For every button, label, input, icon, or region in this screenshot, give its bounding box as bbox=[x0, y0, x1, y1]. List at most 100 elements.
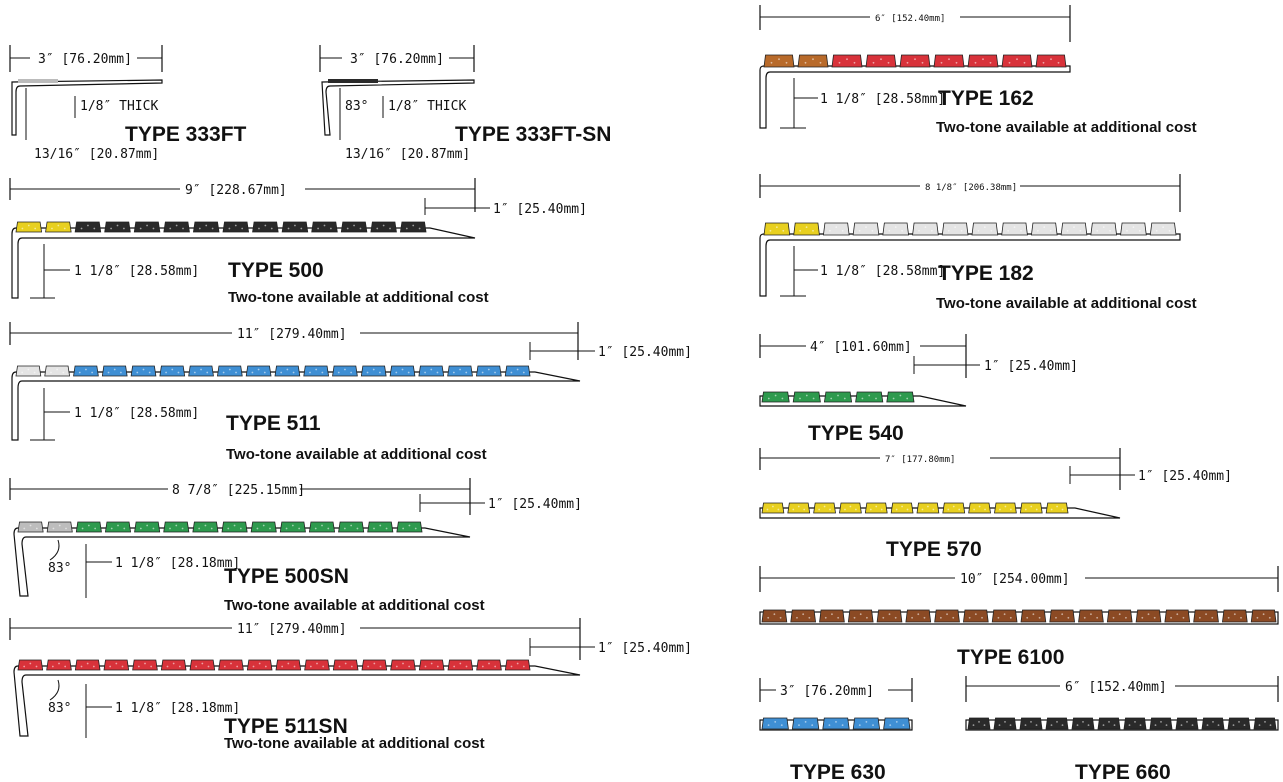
grit-speckle bbox=[911, 616, 913, 619]
grit-speckle bbox=[1165, 724, 1168, 727]
grit-speckle bbox=[93, 227, 96, 230]
angle-label: 83° bbox=[48, 561, 71, 576]
strip-group bbox=[761, 717, 911, 730]
grit-speckle bbox=[317, 227, 320, 230]
grit-speckle bbox=[198, 227, 201, 230]
grit-strip bbox=[822, 717, 850, 730]
grit-speckle bbox=[1139, 724, 1142, 727]
grit-strip bbox=[1120, 222, 1147, 236]
grit-speckle bbox=[837, 616, 840, 619]
front-grit-strip bbox=[44, 365, 71, 377]
grit-speckle bbox=[379, 524, 382, 527]
grit-speckle bbox=[805, 226, 808, 229]
width-label: 11″ [279.40mm] bbox=[237, 622, 347, 637]
grit-speckle bbox=[952, 616, 955, 619]
grit-speckle bbox=[1087, 724, 1090, 727]
grit-speckle bbox=[1262, 613, 1265, 616]
grit-speckle bbox=[488, 662, 490, 665]
grit-speckle bbox=[1108, 720, 1110, 723]
tread-profile bbox=[11, 371, 581, 441]
grit-speckle bbox=[401, 368, 404, 371]
grit-speckle bbox=[906, 508, 909, 511]
grit-speckle bbox=[182, 227, 184, 230]
grit-speckle bbox=[940, 61, 943, 64]
grit-speckle bbox=[1125, 616, 1127, 619]
grit-speckle bbox=[58, 662, 60, 665]
grit-speckle bbox=[914, 58, 916, 61]
grit-speckle bbox=[292, 371, 295, 374]
grit-speckle bbox=[353, 224, 355, 227]
grit-strip bbox=[813, 502, 836, 514]
grit-speckle bbox=[766, 508, 769, 511]
grit-speckle bbox=[92, 665, 95, 668]
grit-strip bbox=[876, 609, 903, 623]
grit-speckle bbox=[315, 368, 318, 371]
front-grit-strip bbox=[45, 221, 72, 233]
grit-strip bbox=[1193, 609, 1219, 623]
grit-strip bbox=[852, 222, 880, 236]
grit-speckle bbox=[175, 524, 178, 527]
front-grit-strip bbox=[46, 521, 73, 533]
grit-speckle bbox=[181, 527, 184, 530]
grit-speckle bbox=[63, 227, 66, 230]
grit-speckle bbox=[983, 724, 986, 727]
grit-speckle bbox=[51, 227, 53, 230]
grit-speckle bbox=[522, 665, 525, 668]
grit-strip bbox=[934, 609, 960, 623]
grit-strip bbox=[792, 391, 821, 403]
grit-speckle bbox=[982, 58, 984, 61]
grit-strip bbox=[1045, 502, 1069, 514]
grit-speckle bbox=[1269, 724, 1272, 727]
grit-speckle bbox=[487, 368, 490, 371]
width-label: 3″ [76.20mm] bbox=[780, 684, 874, 699]
grit-speckle bbox=[228, 368, 231, 371]
grit-speckle bbox=[1191, 724, 1194, 727]
tread-profile bbox=[965, 719, 1279, 731]
grit-speckle bbox=[50, 371, 52, 374]
grit-strip bbox=[303, 365, 330, 377]
grit-strip bbox=[370, 221, 397, 233]
grit-speckle bbox=[769, 229, 772, 232]
grit-strip bbox=[361, 659, 388, 671]
tread-660: 6″ [152.40mm] TYPE 660 bbox=[965, 676, 1279, 782]
grit-speckle bbox=[109, 665, 112, 668]
grit-speckle bbox=[779, 616, 782, 619]
grit-speckle bbox=[1032, 613, 1035, 616]
grit-speckle bbox=[1155, 229, 1158, 232]
grit-speckle bbox=[830, 397, 833, 400]
thickness-label: 1/8″ THICK bbox=[388, 99, 466, 114]
grit-speckle bbox=[193, 371, 196, 374]
grit-speckle bbox=[1211, 616, 1214, 619]
grit-strip bbox=[1227, 717, 1251, 730]
grit-speckle bbox=[165, 371, 167, 374]
grit-speckle bbox=[843, 397, 846, 400]
grit-speckle bbox=[1026, 616, 1029, 619]
strip-group bbox=[17, 659, 531, 671]
strip-group bbox=[761, 502, 1069, 514]
grit-speckle bbox=[123, 527, 126, 530]
grit-strip bbox=[103, 659, 130, 671]
grit-strip bbox=[1149, 222, 1177, 236]
grit-speckle bbox=[453, 665, 456, 668]
width-label: 11″ [279.40mm] bbox=[237, 327, 347, 342]
grit-speckle bbox=[958, 508, 961, 511]
grit-speckle bbox=[436, 665, 439, 668]
grit-speckle bbox=[359, 227, 362, 230]
grit-speckle bbox=[1240, 616, 1242, 619]
grit-speckle bbox=[494, 371, 496, 374]
grit-speckle bbox=[767, 724, 770, 727]
grit-speckle bbox=[1023, 61, 1026, 64]
grit-speckle bbox=[418, 227, 421, 230]
width-label: 3″ [76.20mm] bbox=[350, 52, 444, 67]
grit-speckle bbox=[1043, 226, 1046, 229]
grit-speckle bbox=[1258, 724, 1261, 727]
grit-speckle bbox=[78, 371, 81, 374]
grit-speckle bbox=[1073, 226, 1075, 229]
grit-speckle bbox=[366, 371, 369, 374]
grit-strip bbox=[1253, 717, 1277, 730]
grit-speckle bbox=[774, 720, 777, 723]
tread-profile bbox=[759, 233, 1181, 297]
grit-speckle bbox=[1049, 229, 1052, 232]
grit-speckle bbox=[465, 665, 468, 668]
